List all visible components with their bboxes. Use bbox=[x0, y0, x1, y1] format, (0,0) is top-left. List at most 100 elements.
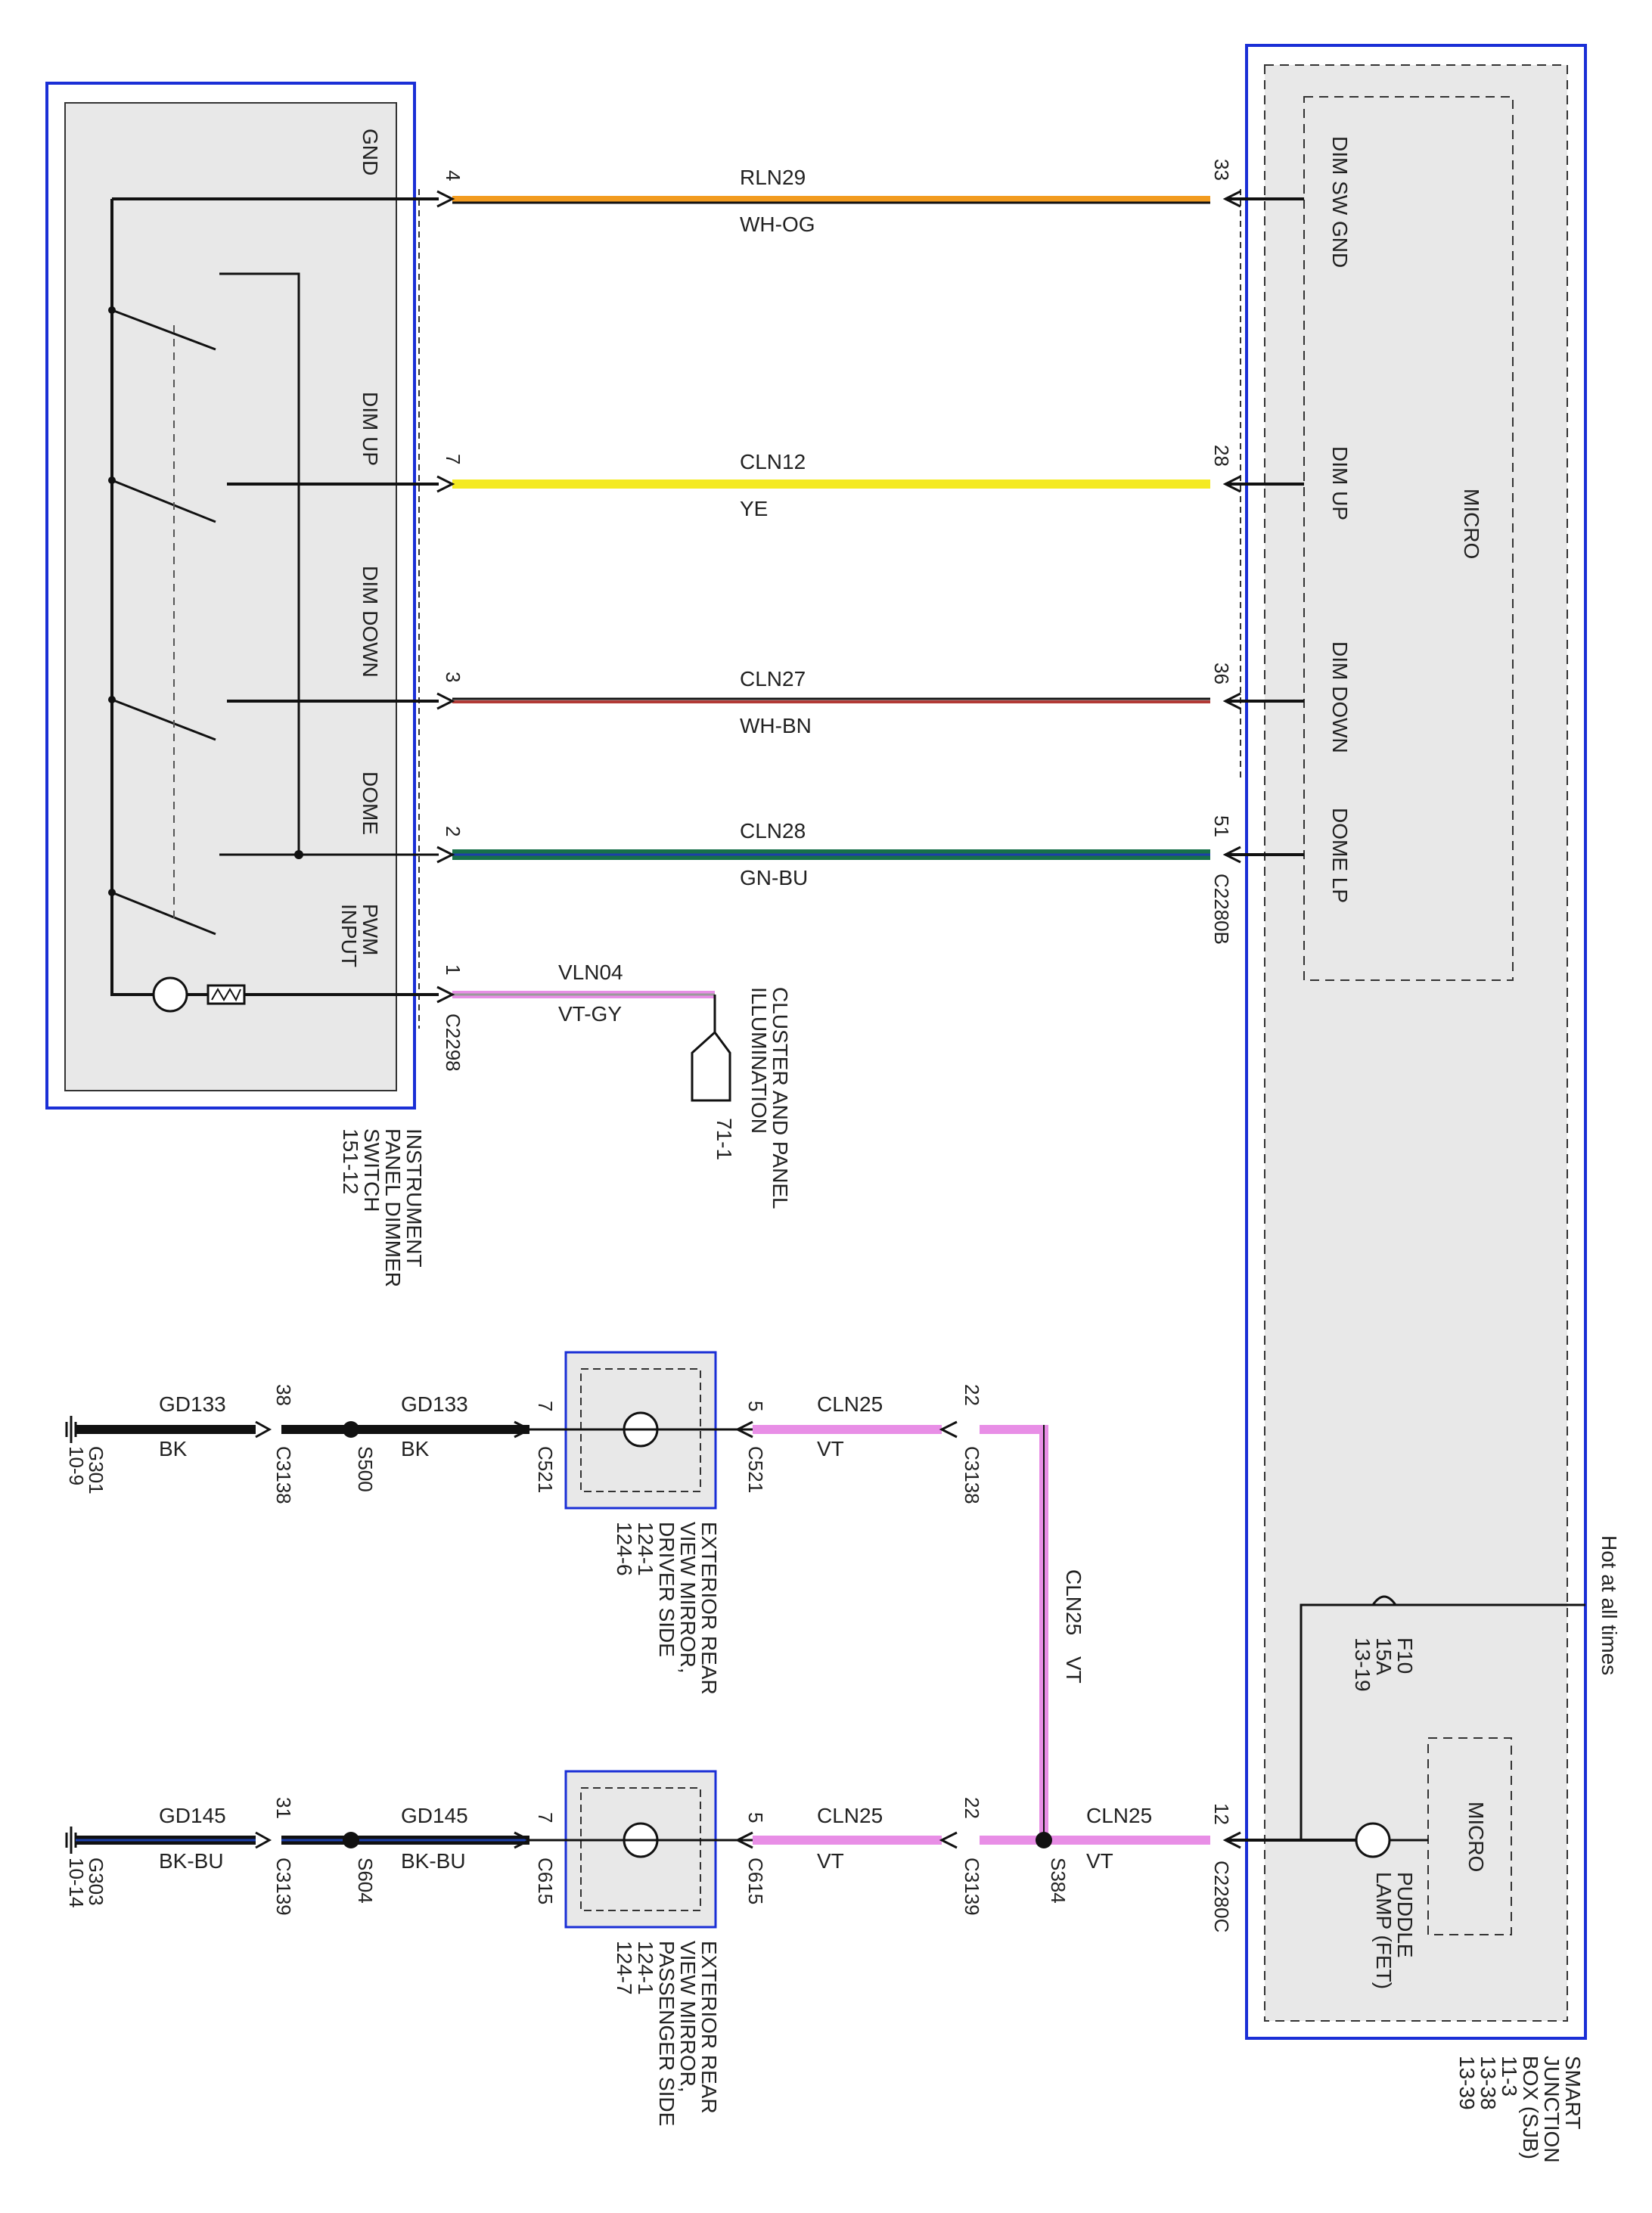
passenger-c615-right: C615 bbox=[744, 1858, 767, 1904]
fuse-line-1: F10 bbox=[1393, 1637, 1417, 1674]
connector-c2298: C2298 bbox=[442, 1013, 464, 1072]
driver-c3138: C3138 bbox=[272, 1446, 295, 1504]
connector-c2280c-pin: 12 bbox=[1210, 1803, 1233, 1825]
driver-c3138b: C3138 bbox=[961, 1446, 983, 1504]
driver-gd-circuit-2: GD133 bbox=[401, 1392, 468, 1416]
wire-circuit-vln04: VLN04 bbox=[558, 961, 623, 984]
fuse-line-2: 15A bbox=[1372, 1637, 1396, 1675]
driver-c3138-pin: 38 bbox=[272, 1384, 295, 1406]
mirror-passenger-line-4: 124-1 bbox=[634, 1941, 657, 1995]
passenger-c3139b-pin: 22 bbox=[961, 1797, 983, 1819]
pin-28: 28 bbox=[1210, 445, 1233, 467]
pin-4: 4 bbox=[442, 170, 464, 181]
pin-label-dim-down: DIM DOWN bbox=[359, 566, 382, 678]
hot-at-all-times-label: Hot at all times bbox=[1598, 1535, 1621, 1675]
cluster-ref: 71-1 bbox=[713, 1118, 736, 1160]
sjb-micro2-label: MICRO bbox=[1464, 1802, 1488, 1872]
cluster-name-line-2: ILLUMINATION bbox=[747, 987, 771, 1134]
driver-c521-pin-right: 5 bbox=[744, 1401, 767, 1411]
mirror-passenger-line-5: 124-7 bbox=[613, 1941, 636, 1995]
splice-s384: S384 bbox=[1047, 1858, 1070, 1904]
driver-gd-color-2: BK bbox=[401, 1437, 430, 1460]
sjb-name-line-2: JUNCTION bbox=[1540, 2056, 1564, 2163]
sjb-pin-dome-lp: DOME LP bbox=[1328, 808, 1352, 903]
passenger-ground: G303 bbox=[85, 1858, 107, 1906]
driver-ground: G301 bbox=[85, 1446, 107, 1494]
driver-ground-ref: 10-9 bbox=[65, 1446, 88, 1485]
sjb-name-line-6: 13-39 bbox=[1455, 2056, 1479, 2110]
pin-33: 33 bbox=[1210, 159, 1233, 181]
wire-circuit-cln28: CLN28 bbox=[740, 819, 806, 843]
passenger-c3139b: C3139 bbox=[961, 1858, 983, 1916]
pin-label-dim-up: DIM UP bbox=[359, 392, 382, 466]
pin-7: 7 bbox=[442, 454, 464, 464]
driver-cln-circuit: CLN25 bbox=[817, 1392, 883, 1416]
driver-c521-left: C521 bbox=[534, 1446, 557, 1493]
passenger-c3139: C3139 bbox=[272, 1858, 295, 1916]
dimmer-name-line-4: 151-12 bbox=[339, 1128, 362, 1194]
main-cln-circuit: CLN25 bbox=[1086, 1804, 1152, 1827]
passenger-splice-s604: S604 bbox=[354, 1858, 377, 1904]
sjb-module bbox=[1225, 44, 1587, 2040]
connector-c2280c: C2280C bbox=[1210, 1861, 1233, 1932]
passenger-cln-color: VT bbox=[817, 1849, 844, 1873]
pin-2: 2 bbox=[442, 826, 464, 836]
wire-color-wh-bn: WH-BN bbox=[740, 714, 812, 737]
mirror-driver-line-2: VIEW MIRROR, bbox=[676, 1522, 700, 1674]
passenger-gd-circuit-2: GD145 bbox=[401, 1804, 468, 1827]
pin-label-gnd: GND bbox=[359, 129, 382, 175]
mirror-passenger-line-1: EXTERIOR REAR bbox=[697, 1941, 721, 2114]
mirror-passenger-line-2: VIEW MIRROR, bbox=[676, 1941, 700, 2093]
passenger-c615-left: C615 bbox=[534, 1858, 557, 1904]
fuse-line-3: 13-19 bbox=[1351, 1637, 1374, 1692]
wire-circuit-rln29: RLN29 bbox=[740, 166, 806, 189]
pin-3: 3 bbox=[442, 672, 464, 682]
driver-c521-right: C521 bbox=[744, 1446, 767, 1493]
mirror-driver-line-4: 124-1 bbox=[634, 1522, 657, 1576]
dimmer-name-line-3: SWITCH bbox=[360, 1128, 384, 1212]
wire-color-ye: YE bbox=[740, 497, 768, 520]
wire-circuit-cln27: CLN27 bbox=[740, 667, 806, 691]
driver-c521-pin-left: 7 bbox=[534, 1401, 557, 1411]
mirror-passenger-line-3: PASSENGER SIDE bbox=[655, 1941, 678, 2126]
pin-label-pwm: PWM bbox=[359, 904, 382, 955]
pin-label-dome: DOME bbox=[359, 771, 382, 835]
mirror-circuits bbox=[65, 1351, 1241, 1929]
sjb-micro-label: MICRO bbox=[1460, 489, 1483, 559]
passenger-cln-circuit: CLN25 bbox=[817, 1804, 883, 1827]
passenger-gd-circuit-1: GD145 bbox=[159, 1804, 226, 1827]
sjb-name-line-4: 11-3 bbox=[1498, 2056, 1521, 2097]
wire-bundle bbox=[436, 190, 1241, 1102]
puddle-line-2: LAMP (FET) bbox=[1372, 1872, 1396, 1989]
driver-cln-color: VT bbox=[817, 1437, 844, 1460]
mirror-driver-line-5: 124-6 bbox=[613, 1522, 636, 1576]
sjb-pin-dim-sw-gnd: DIM SW GND bbox=[1328, 136, 1352, 268]
puddle-line-1: PUDDLE bbox=[1393, 1872, 1417, 1958]
sjb-name-line-1: SMART bbox=[1561, 2056, 1585, 2130]
wire-circuit-cln12: CLN12 bbox=[740, 450, 806, 473]
main-cln-color: VT bbox=[1086, 1849, 1113, 1873]
passenger-gd-color-2: BK-BU bbox=[401, 1849, 466, 1873]
passenger-c615-pin-left: 7 bbox=[534, 1812, 557, 1823]
dimmer-name-line-2: PANEL DIMMER bbox=[381, 1128, 405, 1287]
wire-color-wh-og: WH-OG bbox=[740, 213, 815, 236]
connector-c2280b: C2280B bbox=[1210, 874, 1233, 945]
sjb-name-line-5: 13-38 bbox=[1477, 2056, 1500, 2110]
passenger-gd-color-1: BK-BU bbox=[159, 1849, 224, 1873]
cluster-name-line-1: CLUSTER AND PANEL bbox=[769, 987, 792, 1209]
sjb-pin-dim-up: DIM UP bbox=[1328, 446, 1352, 520]
driver-splice-s500: S500 bbox=[354, 1446, 377, 1492]
sjb-name-line-3: BOX (SJB) bbox=[1519, 2056, 1542, 2159]
wire-color-vt-gy: VT-GY bbox=[558, 1002, 622, 1026]
passenger-c615-pin-right: 5 bbox=[744, 1812, 767, 1823]
vertical-wire-color: VT bbox=[1062, 1656, 1085, 1684]
driver-c3138b-pin: 22 bbox=[961, 1384, 983, 1406]
driver-gd-color-1: BK bbox=[159, 1437, 188, 1460]
vertical-wire-circuit: CLN25 bbox=[1062, 1569, 1085, 1635]
wire-color-gn-bu: GN-BU bbox=[740, 866, 808, 889]
dimmer-switch-module bbox=[45, 82, 439, 1110]
mirror-driver-line-1: EXTERIOR REAR bbox=[697, 1522, 721, 1695]
sjb-pin-dim-down: DIM DOWN bbox=[1328, 641, 1352, 753]
pin-36: 36 bbox=[1210, 663, 1233, 684]
